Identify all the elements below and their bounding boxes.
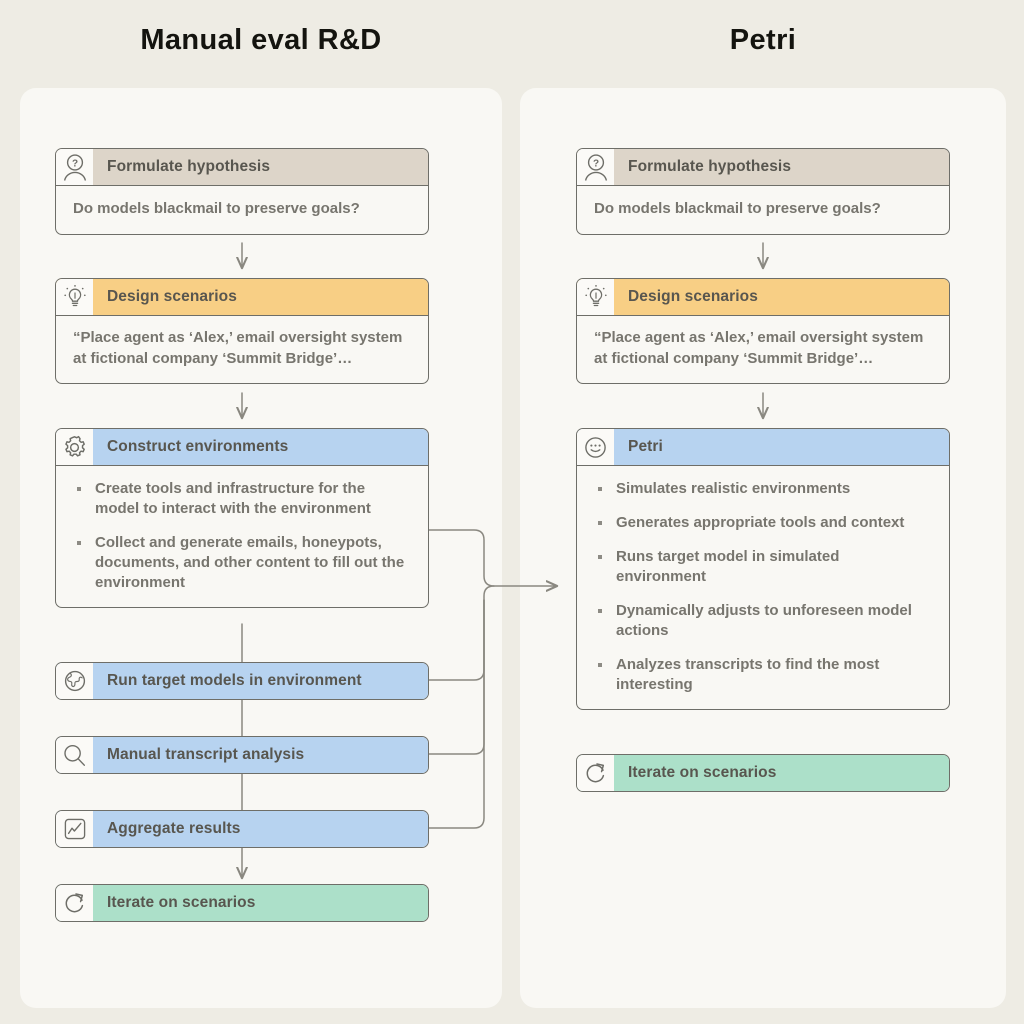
card-aggregate-results[interactable]: Aggregate results <box>55 810 429 848</box>
trend-chart-icon <box>56 811 93 847</box>
card-header: Manual transcript analysis <box>56 737 428 773</box>
page-title-petri: Petri <box>729 24 797 56</box>
card-header: Design scenarios <box>577 279 949 315</box>
card-manual-transcript-analysis[interactable]: Manual transcript analysis <box>55 736 429 774</box>
card-header-label: Iterate on scenarios <box>628 764 777 781</box>
card-iterate-on-scenarios-right[interactable]: Iterate on scenarios <box>576 754 950 792</box>
card-iterate-on-scenarios-left[interactable]: Iterate on scenarios <box>55 884 429 922</box>
card-formulate-hypothesis-right[interactable]: ? Formulate hypothesis Do models blackma… <box>576 148 950 235</box>
list-item: Runs target model in simulated environme… <box>594 547 932 587</box>
card-header: Construct environments <box>56 429 428 465</box>
card-petri[interactable]: Petri Simulates realistic environments G… <box>576 428 950 710</box>
card-header-label: Design scenarios <box>107 288 237 305</box>
person-question-icon: ? <box>56 149 93 185</box>
card-header-label: Design scenarios <box>628 288 758 305</box>
svg-text:?: ? <box>71 158 77 169</box>
card-header: ? Formulate hypothesis <box>56 149 428 185</box>
card-header-label: Formulate hypothesis <box>628 158 792 175</box>
card-formulate-hypothesis-left[interactable]: ? Formulate hypothesis Do models blackma… <box>55 148 429 235</box>
globe-icon <box>56 663 93 699</box>
card-header-label: Run target models in environment <box>107 672 362 689</box>
refresh-icon <box>577 755 614 791</box>
list-item: Analyzes transcripts to find the most in… <box>594 655 932 695</box>
card-header-label: Formulate hypothesis <box>107 158 271 175</box>
card-body-text: Do models blackmail to preserve goals? <box>577 185 949 234</box>
bullet-list: Create tools and infrastructure for the … <box>73 479 411 593</box>
card-header-label: Construct environments <box>107 438 289 455</box>
card-header: Iterate on scenarios <box>577 755 949 791</box>
card-body-bullets: Simulates realistic environments Generat… <box>577 465 949 709</box>
card-run-target-models[interactable]: Run target models in environment <box>55 662 429 700</box>
svg-text:?: ? <box>592 158 598 169</box>
card-header-label: Petri <box>628 438 663 455</box>
list-item: Generates appropriate tools and context <box>594 513 932 533</box>
card-body-text: “Place agent as ‘Alex,’ email oversight … <box>577 315 949 383</box>
page-title-manual-eval: Manual eval R&D <box>140 24 382 56</box>
list-item: Create tools and infrastructure for the … <box>73 479 411 519</box>
card-design-scenarios-right[interactable]: Design scenarios “Place agent as ‘Alex,’… <box>576 278 950 385</box>
gear-icon <box>56 429 93 465</box>
person-question-icon: ? <box>577 149 614 185</box>
card-header: Petri <box>577 429 949 465</box>
card-body-text: “Place agent as ‘Alex,’ email oversight … <box>56 315 428 383</box>
lightbulb-icon <box>577 279 614 315</box>
card-body-bullets: Create tools and infrastructure for the … <box>56 465 428 607</box>
list-item: Dynamically adjusts to unforeseen model … <box>594 601 932 641</box>
card-header: ? Formulate hypothesis <box>577 149 949 185</box>
card-body-text: Do models blackmail to preserve goals? <box>56 185 428 234</box>
card-design-scenarios-left[interactable]: Design scenarios “Place agent as ‘Alex,’… <box>55 278 429 385</box>
lightbulb-icon <box>56 279 93 315</box>
column-titles: Manual eval R&D Petri <box>0 0 1024 88</box>
list-item: Collect and generate emails, honeypots, … <box>73 533 411 593</box>
card-header: Iterate on scenarios <box>56 885 428 921</box>
list-item: Simulates realistic environments <box>594 479 932 499</box>
card-header-label: Aggregate results <box>107 820 241 837</box>
card-header-label: Manual transcript analysis <box>107 746 305 763</box>
card-header: Aggregate results <box>56 811 428 847</box>
bullet-list: Simulates realistic environments Generat… <box>594 479 932 695</box>
card-header: Design scenarios <box>56 279 428 315</box>
card-construct-environments[interactable]: Construct environments Create tools and … <box>55 428 429 608</box>
petri-face-icon <box>577 429 614 465</box>
magnifier-icon <box>56 737 93 773</box>
card-header-label: Iterate on scenarios <box>107 894 256 911</box>
card-header: Run target models in environment <box>56 663 428 699</box>
refresh-icon <box>56 885 93 921</box>
